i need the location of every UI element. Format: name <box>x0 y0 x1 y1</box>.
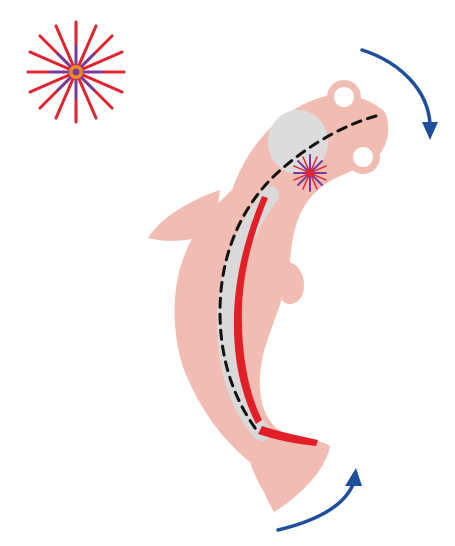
stimulus-starburst-icon <box>28 22 124 122</box>
eye-lower <box>346 140 380 174</box>
eye-upper <box>327 80 361 114</box>
tail-fin <box>255 440 330 512</box>
lesion-starburst-icon <box>294 155 326 191</box>
